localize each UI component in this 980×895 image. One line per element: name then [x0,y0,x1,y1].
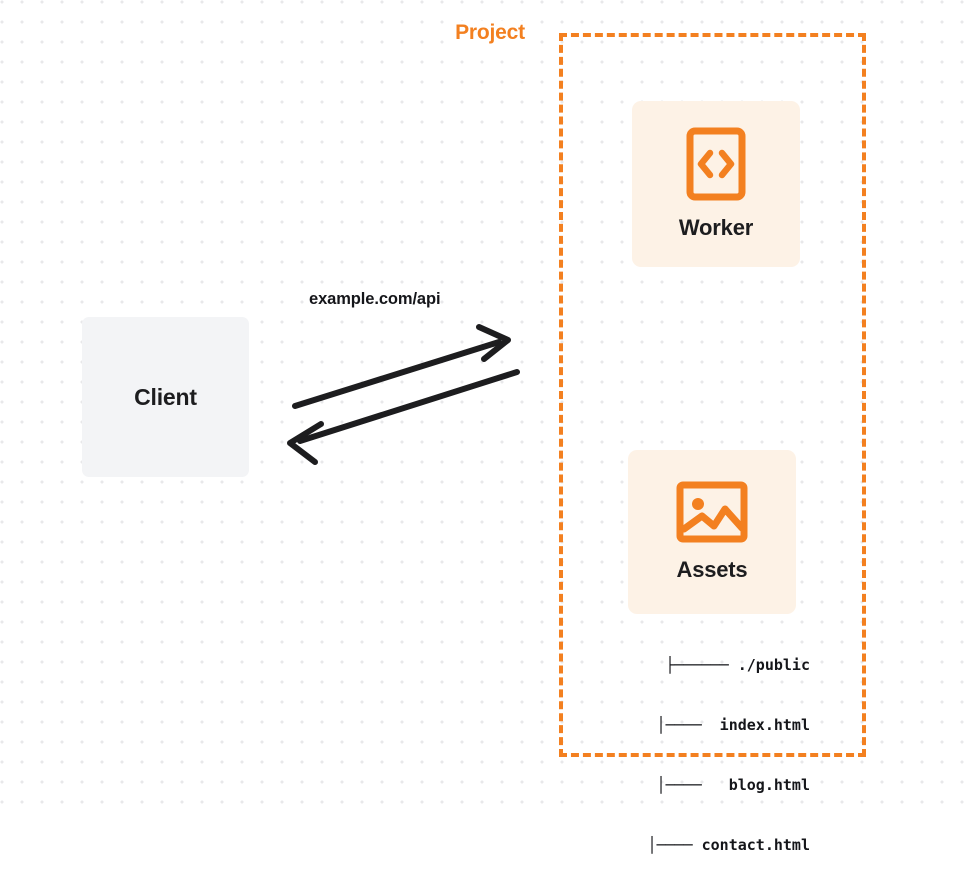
client-node[interactable]: Client [82,317,249,477]
code-brackets-icon [686,127,746,201]
file-tree-row-blog: │──── blog.html [656,776,810,794]
project-container [559,33,866,757]
file-tree-row-root: ├────── ./public [665,656,811,674]
project-title-label: Project [448,21,532,45]
connection-label: example.com/api [309,290,441,308]
image-icon [676,481,748,543]
assets-file-tree: ├────── ./public │──── index.html │──── … [600,615,810,895]
worker-card[interactable]: Worker [632,101,800,267]
diagram-canvas: Client example.com/api Project Worker [0,0,980,854]
file-tree-row-contact: │──── contact.html [647,836,810,854]
request-arrow-right-icon [292,324,511,409]
assets-card[interactable]: Assets [628,450,796,614]
assets-card-label: Assets [676,557,748,582]
worker-card-label: Worker [678,215,754,240]
client-node-label: Client [134,383,197,410]
file-tree-row-index: │──── index.html [656,716,810,734]
response-arrow-left-icon [287,369,520,465]
